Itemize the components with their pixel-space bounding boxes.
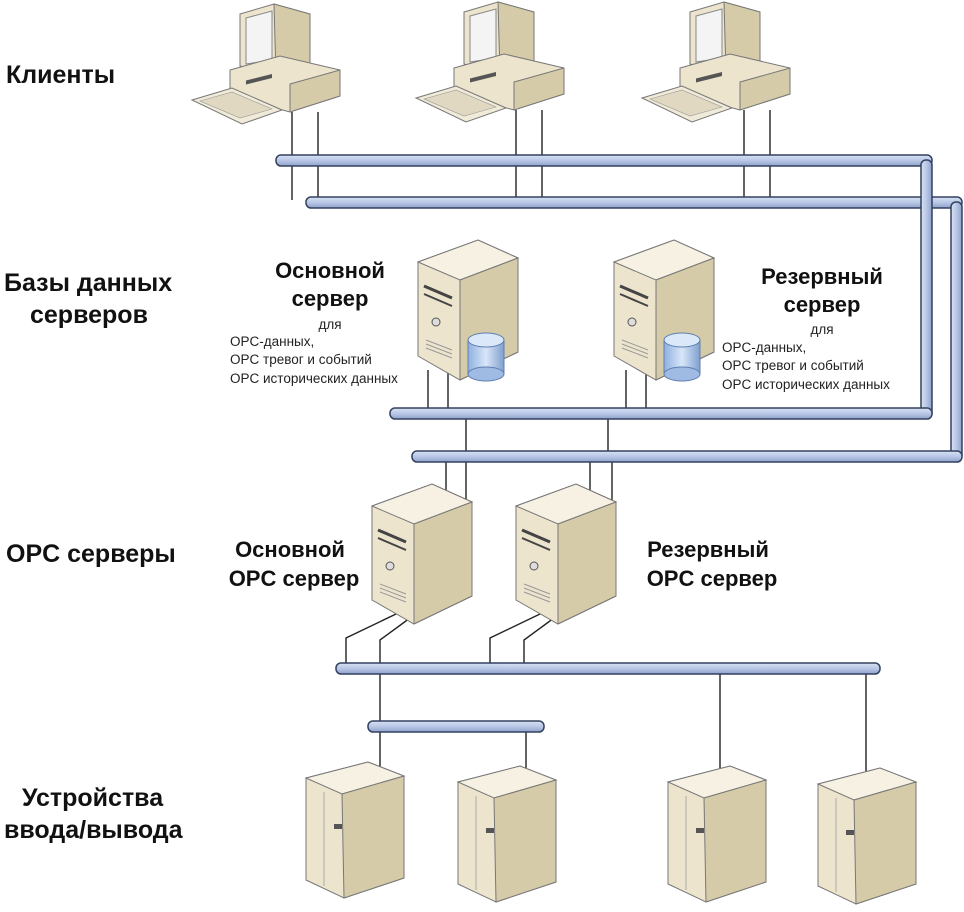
field-bus [335, 662, 881, 675]
riser-2 [950, 201, 963, 461]
db-bus-2 [411, 450, 963, 463]
opc-servers [370, 482, 618, 626]
io-devices [305, 761, 917, 905]
client-computer-icon [191, 3, 341, 125]
server-tower-icon [370, 482, 474, 626]
tier-label-io-line2: ввода/вывода [4, 816, 184, 844]
database-cylinder-icon [467, 332, 505, 382]
client-bus-1 [275, 154, 933, 167]
client-computer-icon [415, 1, 565, 123]
db-backup-note-3: OPC исторических данных [722, 377, 890, 392]
opc-backup-title-line2: OPC сервер [647, 566, 778, 591]
db-primary-title-line2: сервер [292, 286, 369, 311]
opc-primary-title-line2: OPC сервер [229, 566, 360, 591]
db-backup-title-line1: Резервный [761, 264, 883, 289]
db-primary-title-line1: Основной [275, 258, 385, 283]
io-rack-icon [457, 765, 557, 903]
io-rack-icon [305, 761, 405, 899]
tier-label-databases-line1: Базы данных [4, 269, 172, 297]
db-backup-title-line2: сервер [784, 292, 861, 317]
db-primary-note-for: для [318, 317, 341, 332]
db-backup-note-1: OPC-данных, [722, 340, 806, 355]
db-bus-1 [389, 407, 933, 420]
opc-primary-title-line1: Основной [235, 537, 345, 562]
tier-label-opc: OPC серверы [6, 540, 176, 568]
connection-lines [291, 110, 867, 782]
opc-backup-title-line1: Резервный [647, 537, 769, 562]
db-primary-note-1: OPC-данных, [230, 334, 314, 349]
db-servers [416, 238, 716, 382]
riser-1 [920, 159, 933, 419]
client-computer-icon [641, 1, 791, 123]
io-rack-icon [817, 767, 917, 905]
client-bus-2 [305, 196, 963, 209]
server-tower-icon [514, 482, 618, 626]
db-primary-note-2: OPC тревог и событий [230, 352, 372, 367]
tier-label-clients: Клиенты [6, 61, 115, 89]
io-rack-icon [667, 765, 767, 903]
db-primary-note-3: OPC исторических данных [230, 371, 398, 386]
database-cylinder-icon [663, 332, 701, 382]
io-bus [367, 720, 545, 733]
client-computers [191, 1, 791, 125]
db-backup-note-for: для [810, 322, 833, 337]
db-backup-note-2: OPC тревог и событий [722, 358, 864, 373]
network-buses [275, 154, 963, 733]
tier-label-databases-line2: серверов [30, 301, 148, 329]
tier-label-io-line1: Устройства [22, 784, 164, 812]
